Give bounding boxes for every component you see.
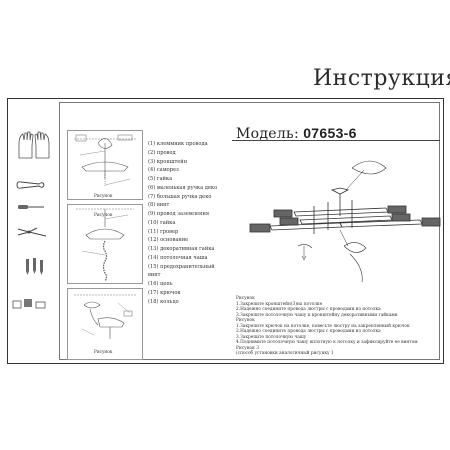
figure-3-diagram <box>74 294 136 339</box>
list-item: (4) саморез <box>148 167 179 174</box>
list-item: (10) гайка <box>148 219 176 226</box>
screws-icon <box>26 258 43 275</box>
instruction-line: 1.Закрепите кронштейн(3)на потолке <box>236 301 323 307</box>
list-item: (18) кольцо <box>148 298 179 305</box>
wrench-icon <box>16 181 45 189</box>
figure-1-caption: Рисунок <box>94 193 113 198</box>
list-item: (17) крючок <box>148 289 181 296</box>
list-item: (9) провод заземления <box>148 211 210 217</box>
instructions-text: Рисунок 1.Закрепите кронштейн(3)на потол… <box>236 296 418 357</box>
figure-2-caption: Рисунок <box>94 212 113 217</box>
connector-icon <box>12 299 46 309</box>
pliers-icon <box>17 227 47 237</box>
figure-2-diagram <box>76 208 134 282</box>
content-frame <box>59 102 440 360</box>
instruction-line: 4.Поднимите потолочную чашу вплотную к п… <box>236 340 418 345</box>
list-item: (8) винт <box>148 202 170 209</box>
list-item: (3) кронштейн <box>148 158 188 165</box>
instruction-frame <box>7 98 444 364</box>
figure-panel-3 <box>67 288 143 360</box>
model-underline <box>232 140 440 141</box>
instruction-line: 3.Закрепите потолочную чашу <box>236 334 307 340</box>
list-item: (14) потолочная чаша <box>148 254 208 261</box>
list-item: (1) клеммник провода <box>148 141 208 147</box>
instruction-line: Рисунок 3 <box>236 345 259 351</box>
page-title: Инструкция <box>313 66 450 91</box>
instruction-line: Рисунок <box>236 318 255 323</box>
instruction-line: 2.Надежно соедините провода люстры с про… <box>236 329 381 334</box>
instruction-line: 1.Закрепите крючок на потолке, повесьте … <box>236 323 410 329</box>
list-item: (2) провод <box>148 149 176 156</box>
list-item: (16) цепь <box>148 281 173 287</box>
list-item: винт <box>148 272 161 279</box>
instruction-line: (способ установки аналогичный рисунку 1 <box>236 351 334 356</box>
list-item: (6) маленькая ручка деко <box>148 184 218 191</box>
list-item: (11) гровер <box>148 228 179 235</box>
instruction-line: Рисунок <box>236 296 255 301</box>
parts-list: (1) клеммник провода (2) провод (3) крон… <box>148 140 217 306</box>
model-number: 07653-6 <box>303 125 357 141</box>
model-heading: Модель: 07653-6 <box>236 125 357 142</box>
list-item: (13) декоративная гайка <box>148 246 215 252</box>
model-label: Модель: <box>236 126 300 142</box>
screwdriver-icon <box>18 205 44 209</box>
list-item: (5) гайка <box>148 176 173 182</box>
chandelier-illustration <box>249 160 441 283</box>
instruction-line: 2.Надежно соедините провода люстры с про… <box>236 307 381 312</box>
list-item: (7) большая ручка деко <box>148 193 212 200</box>
gloves-icon <box>18 131 50 159</box>
instruction-line: 3.Закрепите потолочную чашу к кронштейну… <box>236 312 398 318</box>
figure-1-diagram <box>74 134 136 187</box>
list-item: (12) основание <box>148 237 189 244</box>
figure-3-caption: Рисунок <box>94 349 113 354</box>
list-item: (15) предохранительный <box>148 263 215 270</box>
